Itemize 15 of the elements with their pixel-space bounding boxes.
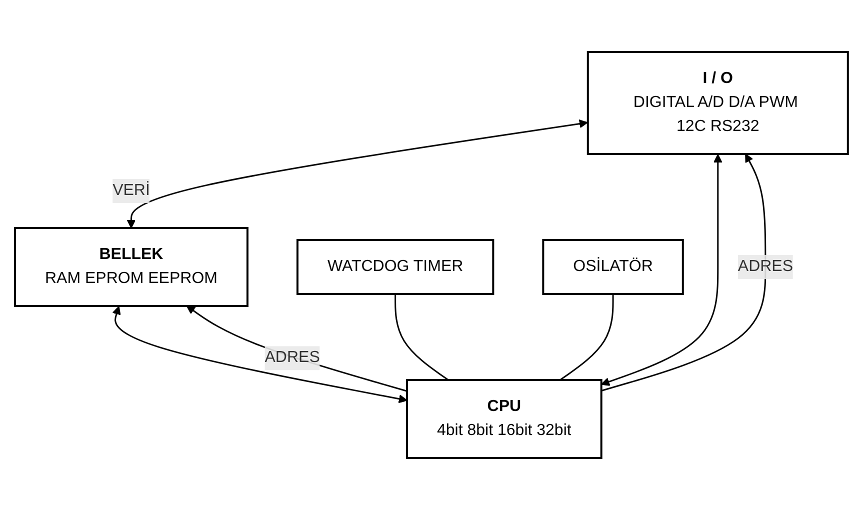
connector [394,294,448,381]
edge-label: ADRES [737,258,793,275]
edge-label: VERİ [112,182,150,199]
arrow [600,154,766,392]
node-box: BELLEK RAM EPROM EEPROM [14,227,248,307]
arrow [186,306,407,392]
node-box: OSİLATÖR [542,239,684,295]
node-box: I / O DIGITAL A/D D/A PWM 12C RS232 [586,51,848,155]
arrow [112,306,407,404]
arrow [600,154,722,386]
arrow [126,119,588,228]
edge-label: ADRES [264,349,320,366]
node-box: WATCDOG TIMER [296,239,494,295]
node-box: CPU 4bit 8bit 16bit 32bit [406,379,602,459]
connector [559,294,614,381]
